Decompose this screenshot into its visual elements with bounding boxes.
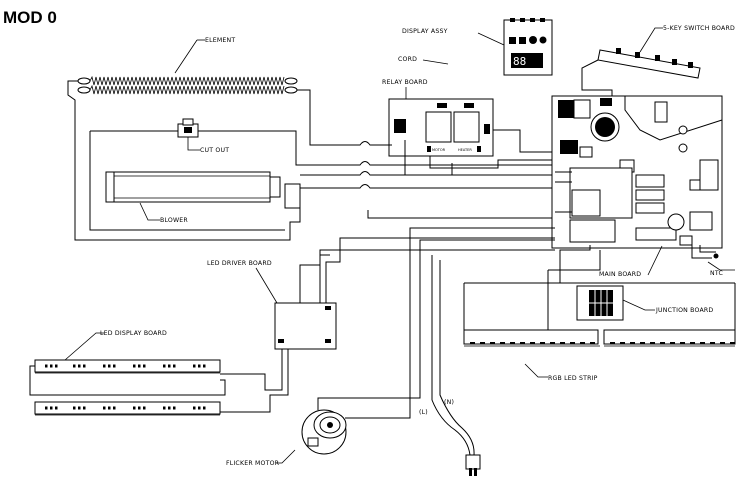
cut-out-switch — [177, 118, 199, 138]
led-driver-label: LED DRIVER BOARD — [207, 260, 272, 267]
relay-board-label: RELAY BOARD — [382, 79, 428, 86]
ntc-sensor — [691, 245, 719, 259]
heating-element — [77, 75, 298, 95]
relay-board: MOTOR HEATER — [388, 98, 494, 157]
ntc-label: NTC — [710, 270, 723, 277]
element-label: ELEMENT — [205, 37, 235, 44]
led-driver-board — [274, 302, 337, 350]
cut-out-label: CUT OUT — [200, 147, 229, 154]
cord-label: CORD — [398, 56, 417, 63]
relay-motor-mark: MOTOR — [432, 148, 446, 152]
blower — [105, 171, 301, 209]
main-board-label: MAIN BOARD — [599, 271, 641, 278]
diagram-title: MOD 0 — [3, 8, 57, 27]
led-display-board-bottom — [34, 401, 221, 416]
svg-text:88: 88 — [513, 55, 526, 68]
element-leader — [174, 39, 198, 74]
rgb-strip-label: RGB LED STRIP — [548, 375, 598, 382]
display-assembly: 88 — [503, 18, 553, 76]
led-display-label: LED DISPLAY BOARD — [100, 330, 167, 337]
flicker-motor-label: FLICKER MOTOR — [226, 460, 280, 467]
power-cord — [431, 255, 481, 476]
blower-label: BLOWER — [160, 217, 188, 224]
junction-board — [576, 285, 624, 321]
led-display-board-top — [34, 359, 221, 374]
display-assy-label: DISPLAY ASSY — [402, 28, 448, 35]
relay-heater-mark: HEATER — [458, 148, 472, 152]
live-label: (L) — [419, 409, 428, 416]
switch-board — [597, 48, 701, 79]
junction-board-label: JUNCTION BOARD — [655, 307, 713, 314]
neutral-label: (N) — [444, 399, 454, 406]
switch-board-label: 5-KEY SWITCH BOARD — [663, 25, 735, 32]
main-board — [551, 95, 723, 249]
rgb-led-strip — [463, 329, 736, 347]
flicker-motor — [301, 409, 347, 455]
